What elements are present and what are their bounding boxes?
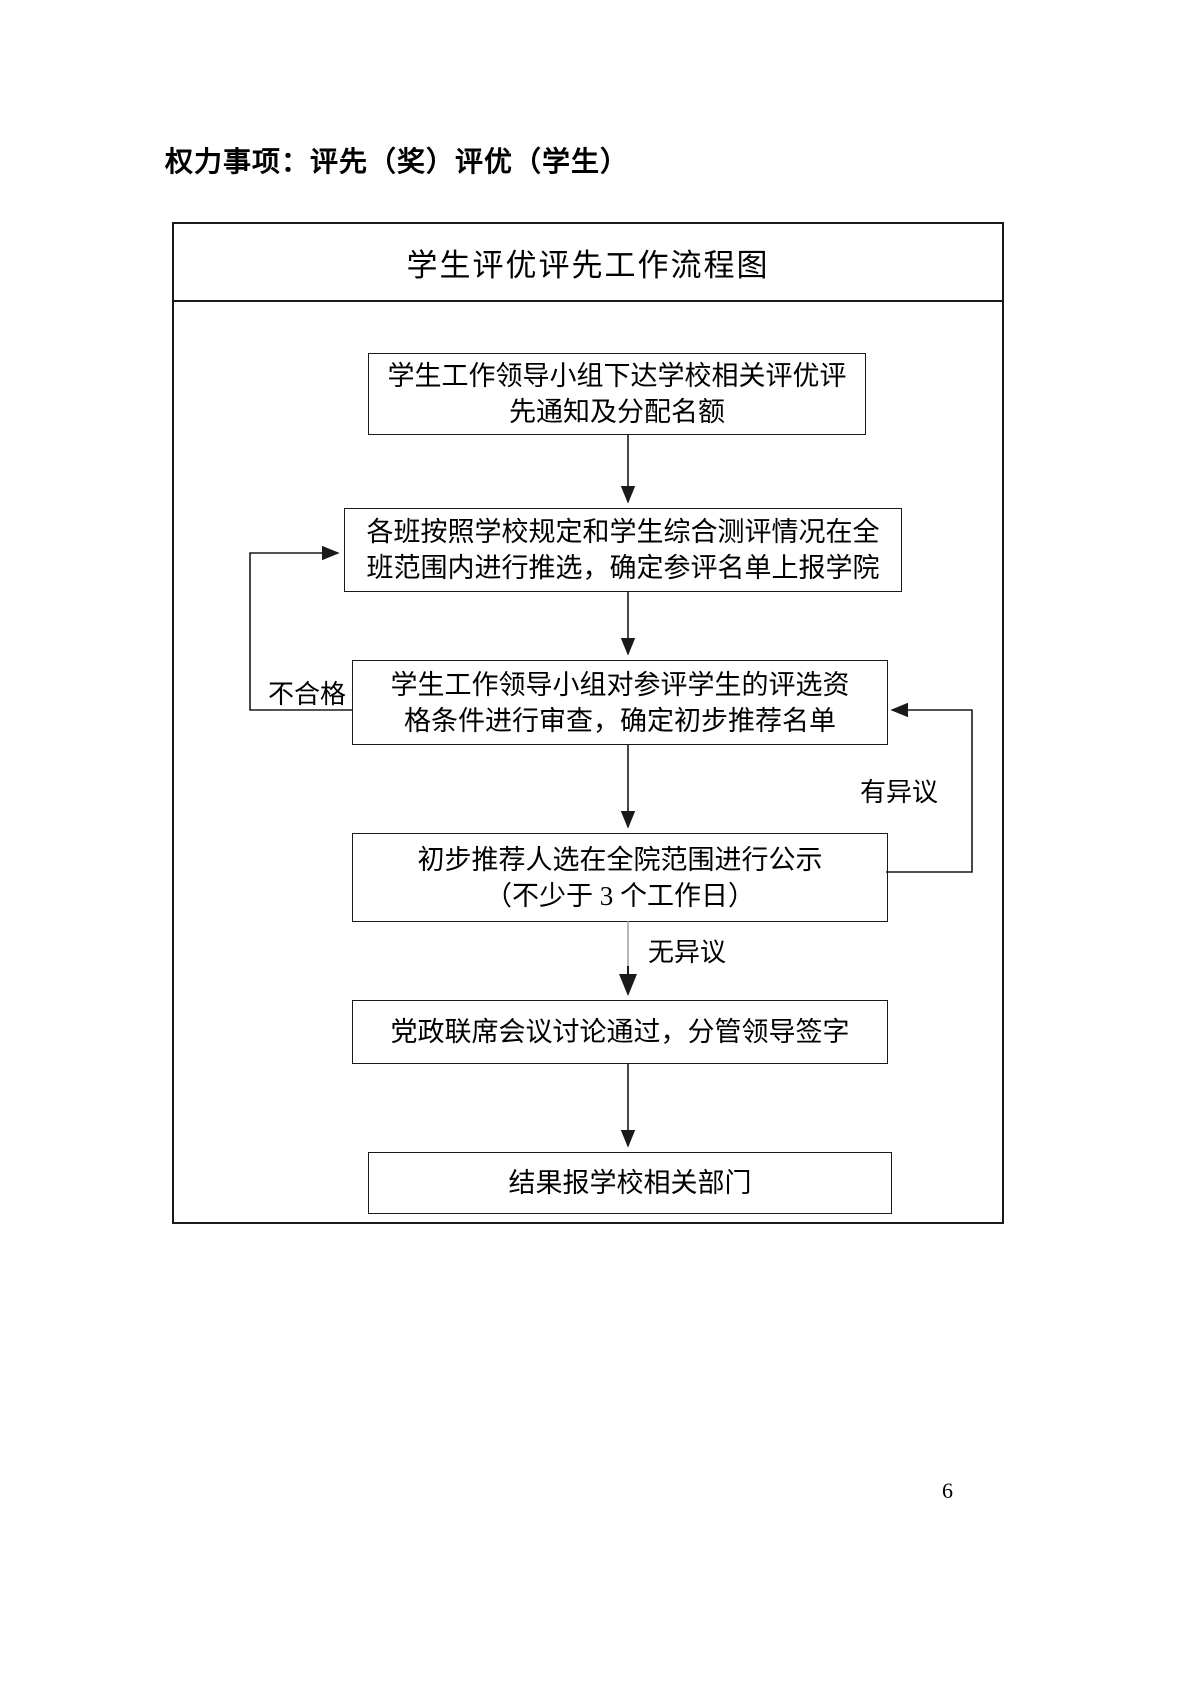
flow-box-text-line: 学生工作领导小组对参评学生的评选资	[390, 669, 850, 700]
flow-box-text-line: 党政联席会议讨论通过，分管领导签字	[390, 1017, 850, 1047]
flow-box-notice-quota: 学生工作领导小组下达学校相关评优评 先通知及分配名额	[368, 353, 866, 435]
flow-box-class-selection: 各班按照学校规定和学生综合测评情况在全 班范围内进行推选，确定参评名单上报学院	[344, 508, 902, 592]
flow-box-text-line: （不少于 3 个工作日）	[485, 880, 755, 911]
edge-label-unqualified: 不合格	[268, 680, 347, 709]
document-header-title: 权力事项：评先（奖）评优（学生）	[165, 147, 630, 178]
flow-box-text-line: 格条件进行审查，确定初步推荐名单	[404, 705, 836, 736]
edge-label-objection: 有异议	[860, 778, 939, 807]
flow-box-text-line: 初步推荐人选在全院范围进行公示	[417, 844, 823, 875]
flow-box-joint-meeting-approval: 党政联席会议讨论通过，分管领导签字	[352, 1000, 888, 1064]
flow-box-report-to-school: 结果报学校相关部门	[368, 1152, 892, 1214]
flow-box-text-line: 各班按照学校规定和学生综合测评情况在全	[366, 517, 880, 547]
flowchart-title: 学生评优评先工作流程图	[406, 247, 770, 283]
flow-box-qualification-review: 学生工作领导小组对参评学生的评选资 格条件进行审查，确定初步推荐名单	[352, 660, 888, 745]
flow-box-text-line: 学生工作领导小组下达学校相关评优评	[387, 361, 847, 391]
edge-label-no-objection: 无异议	[648, 938, 727, 967]
flow-box-text-line: 班范围内进行推选，确定参评名单上报学院	[366, 553, 880, 583]
flow-box-public-notice: 初步推荐人选在全院范围进行公示 （不少于 3 个工作日）	[352, 833, 888, 922]
flow-box-text-line: 先通知及分配名额	[509, 397, 725, 427]
page-number: 6	[942, 1478, 953, 1503]
flow-box-text-line: 结果报学校相关部门	[508, 1168, 752, 1198]
flowchart-title-band: 学生评优评先工作流程图	[174, 224, 1002, 302]
